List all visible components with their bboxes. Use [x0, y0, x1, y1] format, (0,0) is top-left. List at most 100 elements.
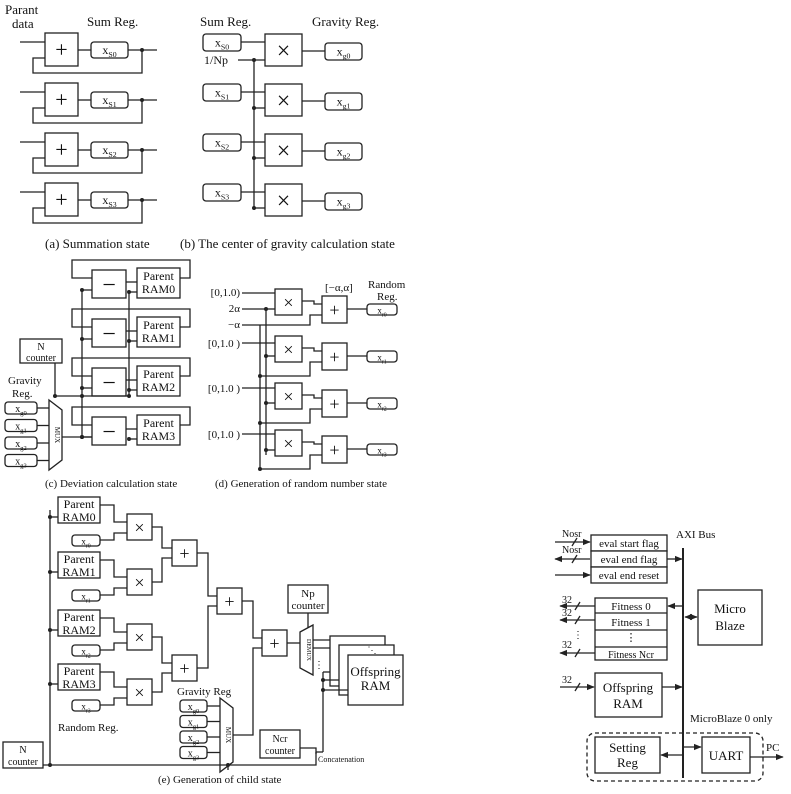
junction-dot	[321, 688, 325, 692]
random-register	[366, 397, 398, 410]
multiplier-block-symbol: ×	[134, 517, 144, 537]
wire	[260, 314, 322, 326]
junction-dot	[80, 394, 84, 398]
loop-wire	[71, 259, 191, 279]
subtractor-block	[91, 269, 127, 299]
multiplier-block-symbol: ×	[277, 38, 291, 64]
mux	[219, 696, 234, 774]
junction-dot	[127, 394, 131, 398]
adder-block-symbol: +	[55, 37, 67, 62]
bus-width-label: 32	[562, 608, 572, 619]
adder-block-symbol: +	[179, 658, 189, 678]
sum-register-label: xS3	[102, 193, 116, 209]
concatenation-label: Concatenation	[318, 755, 364, 764]
wire	[260, 408, 322, 424]
reg-base: x	[377, 353, 382, 363]
loop-wire	[71, 357, 191, 377]
wire	[233, 647, 262, 736]
multiplier-block-symbol: ×	[283, 386, 293, 406]
reg-base: x	[81, 647, 86, 657]
wire	[152, 557, 172, 583]
reg-base: x	[337, 195, 343, 209]
range-label: [−α,α]	[325, 282, 353, 294]
junction-dot	[264, 448, 268, 452]
caption-e: (e) Generation of child state	[158, 774, 282, 786]
reg-base: x	[188, 749, 193, 760]
reg-subscript: g2	[343, 152, 351, 161]
sum-register-label: xS0	[102, 43, 116, 59]
wire	[100, 504, 127, 523]
caption-a: (a) Summation state	[45, 236, 150, 251]
fitness-register-label: Fitness 1	[611, 617, 650, 629]
parent-ram	[57, 663, 101, 691]
reg-base: x	[377, 306, 382, 316]
adder-block	[321, 389, 348, 418]
microblaze-processor	[697, 589, 763, 646]
reg-base: x	[102, 43, 108, 57]
adder-block-symbol: +	[329, 300, 339, 320]
reg-base: x	[215, 86, 221, 100]
gravity-register-label: xg3	[188, 749, 200, 762]
random-register-label: xr3	[81, 702, 90, 715]
reg-base: x	[102, 93, 108, 107]
wire	[100, 671, 127, 688]
reg-subscript: r2	[86, 654, 91, 660]
np-counter-label-line1: Np	[301, 588, 315, 600]
gravity-register-label: xg2	[188, 733, 200, 746]
bus-width-label: 32	[562, 595, 572, 606]
n-counter-label-line2: counter	[26, 353, 57, 364]
adder-block-symbol: +	[329, 440, 339, 460]
sum-register-label: xS2	[102, 143, 116, 159]
junction-dot	[258, 467, 262, 471]
reg-subscript: S0	[108, 50, 116, 59]
wire	[152, 672, 172, 693]
adder-block-symbol: +	[329, 347, 339, 367]
subtractor-block-symbol: −	[102, 272, 116, 298]
wire	[100, 697, 127, 706]
reg-subscript: g0	[193, 708, 200, 715]
reg-subscript: g1	[343, 102, 351, 111]
reg-subscript: r0	[86, 544, 91, 550]
gravity-reg-header: Gravity Reg.	[312, 14, 379, 29]
junction-dot	[53, 394, 57, 398]
random-register-label: xr1	[377, 353, 386, 366]
setting-register	[594, 736, 661, 774]
adder-block	[44, 182, 79, 217]
reg-subscript: g0	[20, 410, 27, 417]
gravity-register-label: xg3	[15, 457, 27, 470]
adder-block	[171, 654, 198, 682]
sum-register-label: xS3	[215, 186, 229, 202]
wire	[152, 526, 172, 549]
mux-label: MUX	[53, 427, 61, 443]
random-register	[366, 350, 398, 363]
reg-subscript: r0	[382, 313, 387, 319]
multiplier-block	[126, 513, 153, 541]
loop-wire	[71, 308, 191, 328]
demux-dots: ⋮	[314, 660, 324, 671]
fitness-register-label: Fitness 0	[611, 601, 651, 613]
junction-dot	[80, 435, 84, 439]
bus-width-slash	[571, 554, 578, 564]
bus-width-slash	[574, 648, 581, 658]
multiplier-block-symbol: ×	[277, 138, 291, 164]
junction-dot	[264, 354, 268, 358]
reg-subscript: r2	[382, 407, 387, 413]
feedback-wire	[32, 100, 143, 124]
reg-base: x	[81, 537, 86, 547]
np-counter	[287, 584, 329, 614]
caption-c: (c) Deviation calculation state	[45, 478, 177, 490]
reg-base: x	[81, 702, 86, 712]
reg-subscript: r1	[86, 599, 91, 605]
reg-subscript: g3	[193, 755, 200, 762]
reg-base: x	[337, 145, 343, 159]
adder-block-symbol: +	[55, 137, 67, 162]
microblaze-label-line2: Blaze	[715, 618, 745, 633]
reg-base: x	[337, 45, 343, 59]
parent-ram-label-line1: Parent	[64, 497, 95, 511]
multiplier-block	[264, 33, 303, 67]
bus-width-slash	[571, 537, 578, 547]
parent-ram	[57, 609, 101, 637]
reg-subscript: g2	[193, 739, 200, 746]
adder-block	[321, 435, 348, 464]
